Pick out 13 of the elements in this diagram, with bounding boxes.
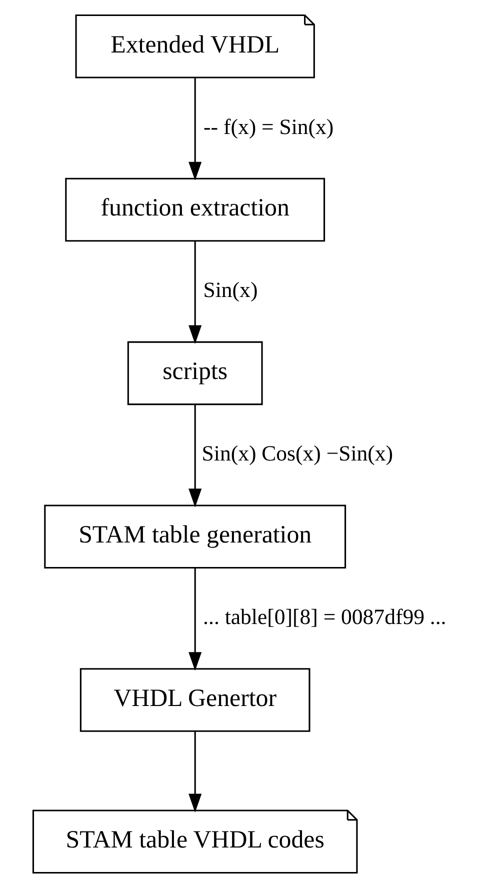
arrow: [188, 78, 202, 181]
arrow: [188, 732, 202, 812]
node-box: scripts: [127, 341, 263, 406]
node-box: VHDL Genertor: [80, 668, 310, 732]
edge-label: ... table[0][8] = 0087df99 ...: [203, 605, 446, 630]
edge-label: -- f(x) = Sin(x): [204, 114, 334, 139]
arrow: [188, 241, 202, 344]
edge-label: Sin(x) Cos(x) −Sin(x): [202, 442, 394, 466]
edge-label: Sin(x): [203, 278, 258, 302]
node-box: function extraction: [65, 178, 326, 242]
node-box: STAM table generation: [44, 504, 346, 568]
arrow: [188, 568, 202, 671]
arrow: [188, 404, 202, 508]
